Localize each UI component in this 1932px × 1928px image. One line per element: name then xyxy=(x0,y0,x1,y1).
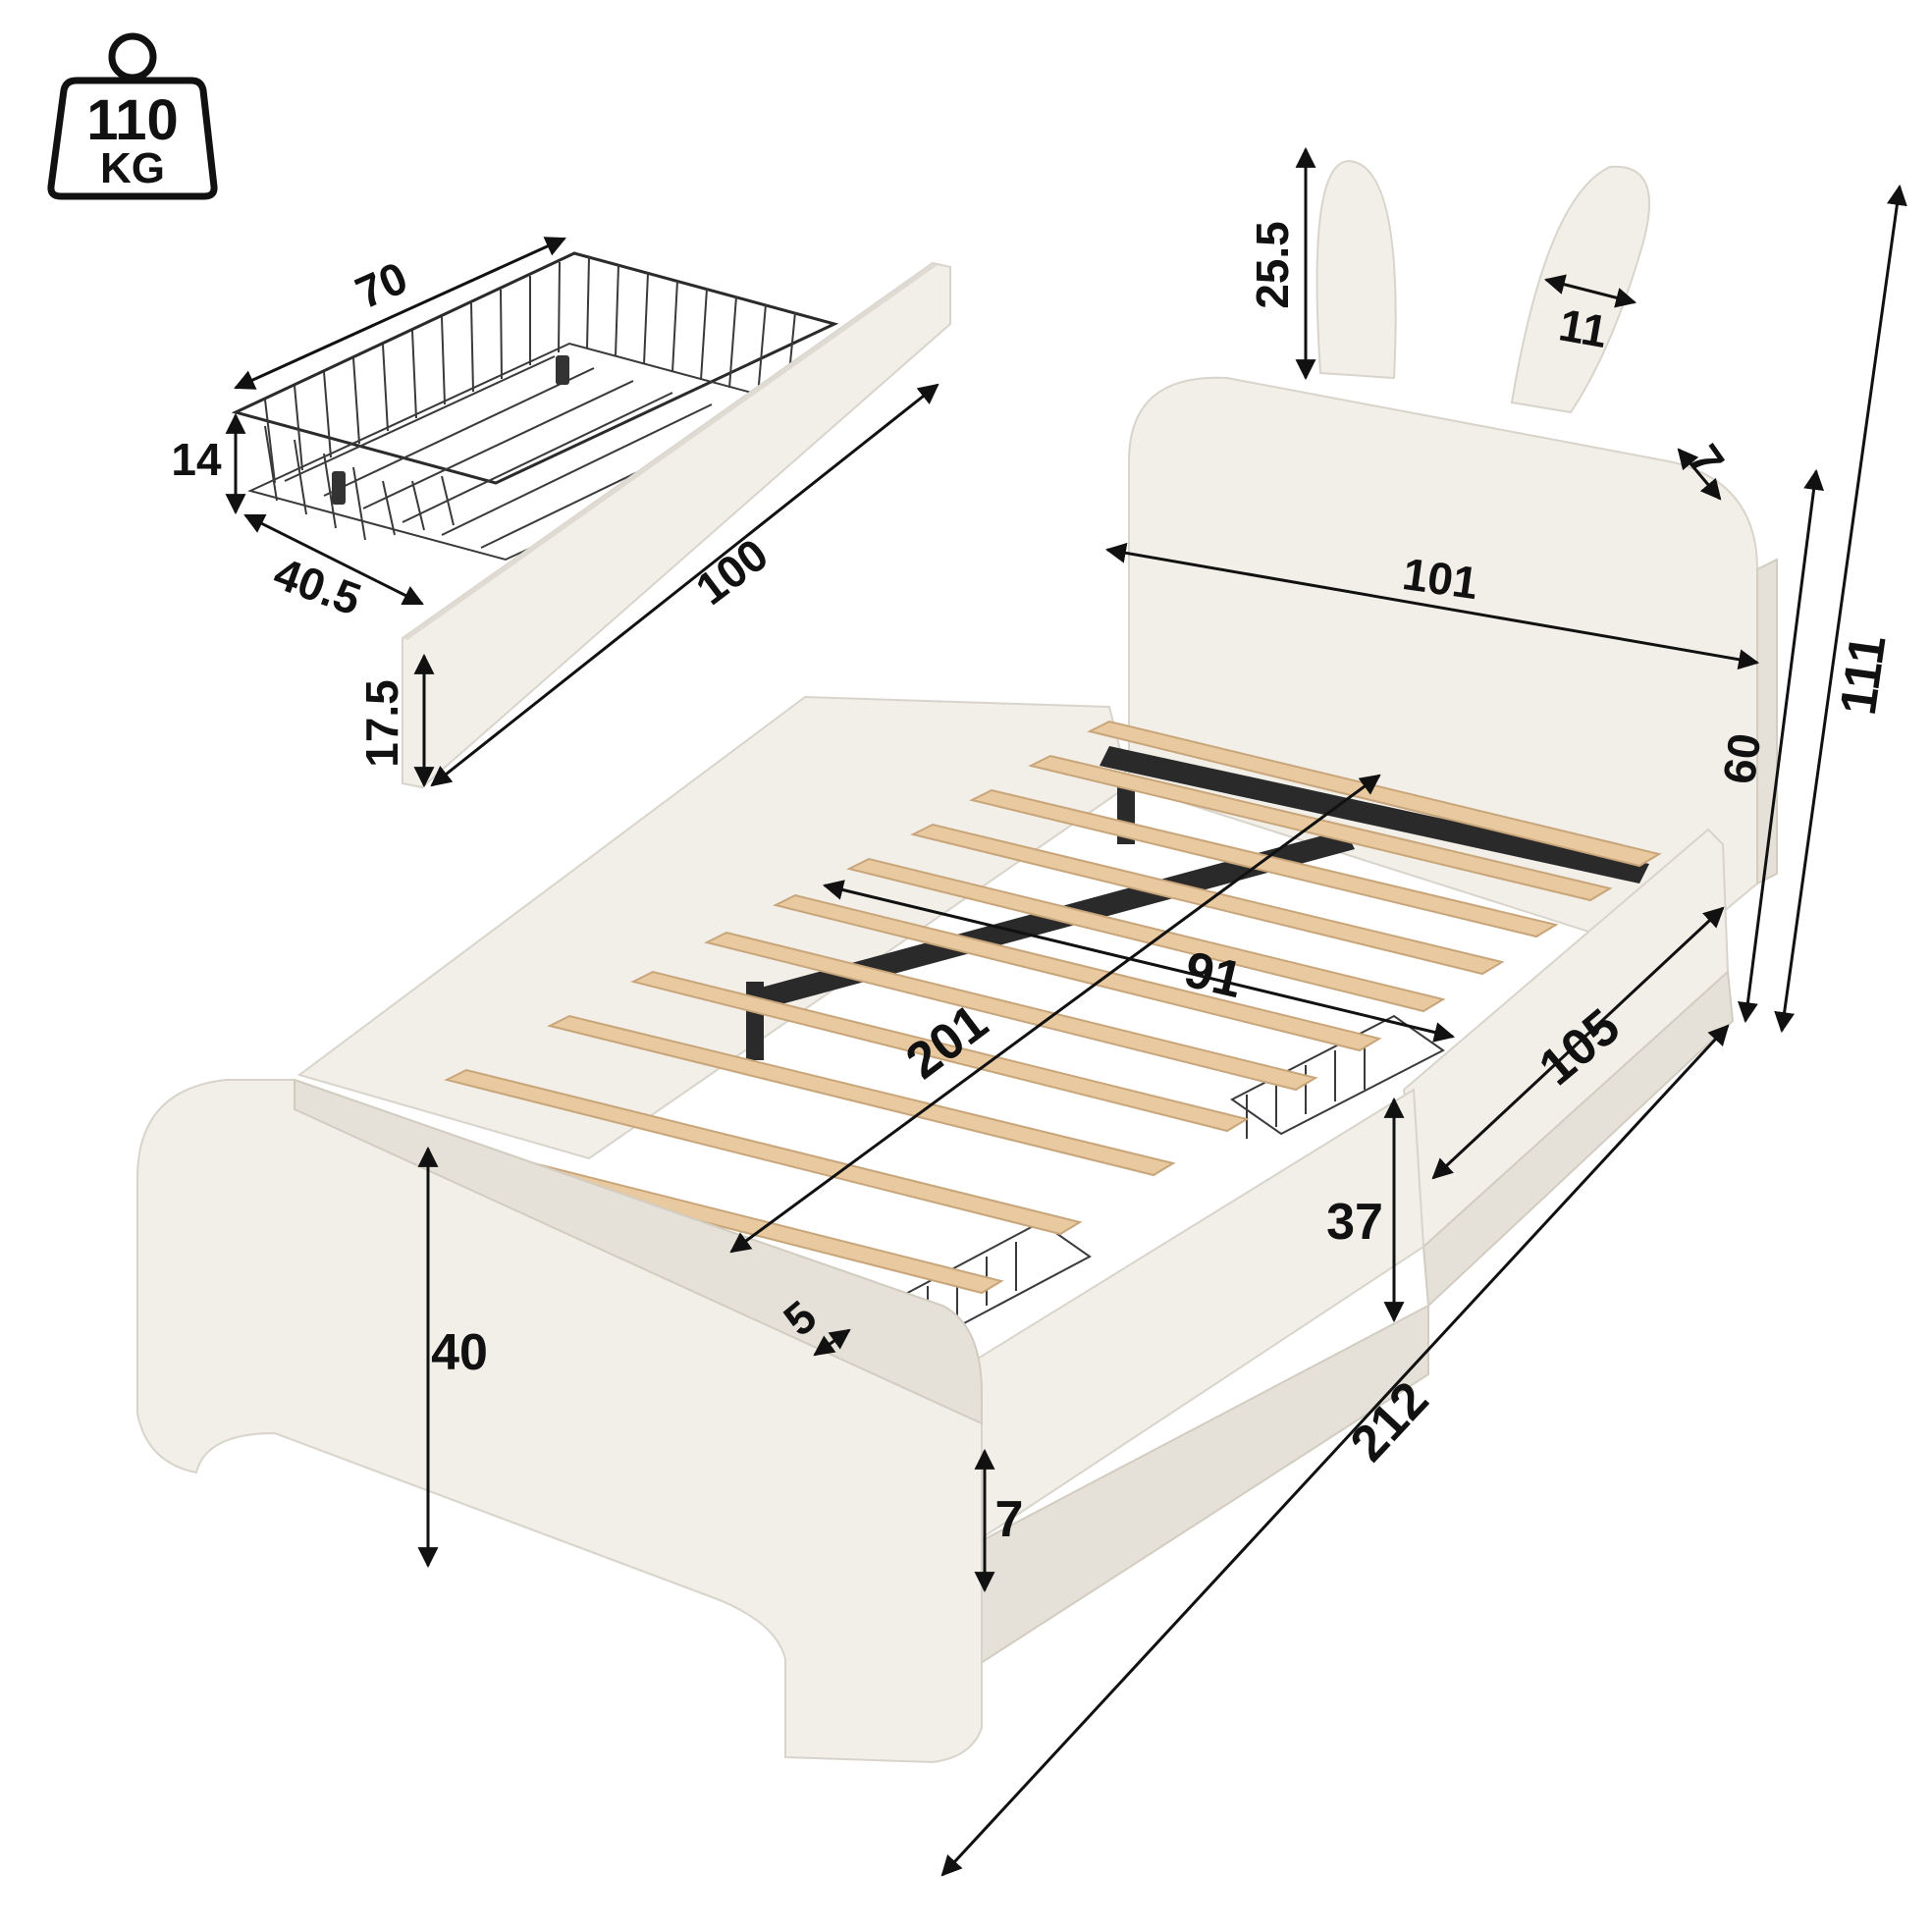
weight-unit: KG xyxy=(100,144,165,192)
left-ear xyxy=(1315,160,1397,380)
headboard-width-label: 101 xyxy=(1400,548,1481,609)
drawer-depth-label: 40.5 xyxy=(268,547,368,624)
footboard-height-label: 40 xyxy=(431,1324,488,1381)
weight-capacity-icon: 110 KG xyxy=(47,32,218,200)
drawer-height-label: 14 xyxy=(171,434,222,485)
bed-illustration xyxy=(136,160,1778,1764)
drawer-front-height-label: 17.5 xyxy=(356,679,407,768)
side-height-label: 37 xyxy=(1326,1194,1383,1251)
total-height-label: 111 xyxy=(1830,631,1898,718)
drawer-length-label: 70 xyxy=(349,251,415,318)
inner-width-label: 91 xyxy=(1179,941,1247,1010)
rail-height-label: 7 xyxy=(995,1491,1024,1548)
weight-value: 110 xyxy=(86,88,179,152)
ear-width-label: 11 xyxy=(1555,298,1611,357)
headboard-height-label: 60 xyxy=(1713,730,1771,787)
ear-height-label: 25.5 xyxy=(1247,221,1298,309)
